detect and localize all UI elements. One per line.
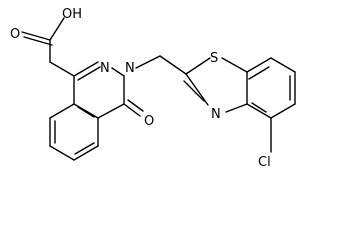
molecule-structure: OH O N N O S N Cl <box>10 7 296 170</box>
bond-c4-c4a <box>97 103 125 119</box>
ring-oxygen-label: O <box>144 114 154 129</box>
bond-bt2 <box>270 57 296 73</box>
bond-bt4 <box>270 103 296 119</box>
bond-c-o-double-a <box>21 31 51 41</box>
bond-ch2-c1 <box>49 61 75 77</box>
bond-b1 <box>49 103 75 119</box>
acid-oxygen-label: O <box>10 27 20 42</box>
bond-ch2-c2 <box>159 55 187 75</box>
bond-s-c7a <box>221 57 248 73</box>
bond-bt1 <box>246 57 272 73</box>
bond-c3a-n <box>225 103 248 113</box>
bond-c-oh <box>49 17 65 41</box>
sulfur-label: S <box>210 51 218 66</box>
bond-b4 <box>73 145 99 161</box>
hydroxyl-label: OH <box>62 7 82 22</box>
bond-n3-ch2 <box>135 55 161 69</box>
ring-n3-label: N <box>125 61 135 76</box>
thiazole-nitrogen-label: N <box>211 107 221 122</box>
bond-c4-o-a <box>123 103 141 117</box>
bond-n-c2-inner <box>183 80 205 102</box>
thiazole-ring <box>183 57 248 113</box>
bond-c4a-c8a <box>73 103 99 119</box>
bond-c2-s <box>185 57 211 75</box>
structure-canvas: OH O N N O S N Cl <box>10 7 296 170</box>
phthalazinone-ring <box>73 61 144 119</box>
bond-bt5-inner <box>251 102 267 113</box>
ring-n2-label: N <box>100 61 110 76</box>
benzene-ring <box>49 103 99 161</box>
bond-c-o-double-b <box>23 36 53 46</box>
bond-bt1-inner <box>248 66 270 80</box>
chlorine-label: Cl <box>258 155 271 170</box>
bond-b6-inner <box>77 106 95 118</box>
bond-c1-n2 <box>73 61 99 77</box>
methylene-linker <box>135 55 187 75</box>
bond-c4-o-b <box>127 99 144 112</box>
bond-c1-n2-inner <box>77 66 101 81</box>
acetic-acid-group <box>21 17 75 77</box>
benzothiazole-benzene <box>246 57 296 153</box>
bond-b3 <box>49 145 75 161</box>
bond-b4-inner <box>74 142 95 155</box>
bond-n2-n3 <box>111 67 125 77</box>
bond-bt5 <box>246 103 272 119</box>
bond-n-c2 <box>185 73 209 106</box>
